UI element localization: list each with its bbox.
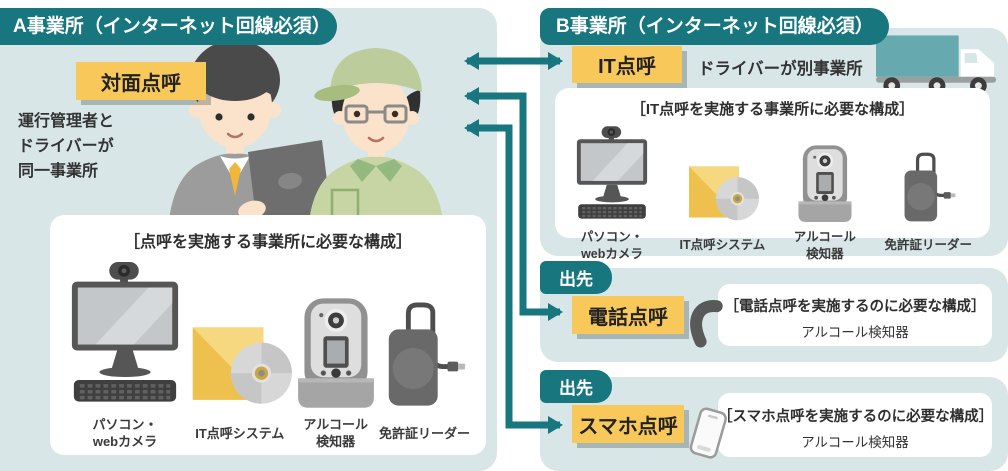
device-label-line: webカメラ [92,434,158,450]
remote-smartphone-box-item: アルコール検知器 [801,435,909,450]
pc-webcam-icon [71,261,179,402]
device-label-line: 検知器 [806,246,844,261]
device-label-line: パソコン・ [580,229,644,244]
device-item-alcohol: アルコール 検知器 [794,141,856,263]
remote-phone-box-item: アルコール検知器 [801,325,909,340]
desc-line: 運行管理者と [18,113,115,130]
office-a-header: A事業所（インターネット回線必須） [0,8,337,45]
device-label-line: IT点呼システム [679,238,766,253]
office-a-device-row: パソコン・ webカメラ IT点呼システム [50,260,486,451]
desc-line: ドライバーが [18,137,114,155]
device-item-reader: 免許証リーダー [884,151,972,263]
device-label-line: webカメラ [581,246,643,261]
driver-icon [309,48,443,216]
office-b-note: ドライバーが別事業所 [698,60,863,78]
license-reader-icon [389,302,466,406]
office-b-requirements-box: ［IT点呼を実施する事業所に必要な構成］ [555,88,990,261]
sumaho-tenko-badge: スマホ点呼 [572,405,684,443]
denwa-tenko-label: 電話点呼 [588,306,668,329]
office-b-header-label: B事業所（インターネット回線必須） [556,16,874,37]
alcohol-checker-icon [798,145,852,223]
device-label-line: 免許証リーダー [884,238,972,253]
remote-smartphone-box-title: ［スマホ点呼を実施するのに必要な構成］ [718,409,994,425]
device-item-system: IT点呼システム [187,314,293,451]
office-a-requirements-box: ［点呼を実施する事業所に必要な構成］ [50,215,486,455]
sumaho-tenko-label: スマホ点呼 [578,415,678,438]
it-tenko-system-icon [193,327,293,404]
phone-handset-icon [690,300,723,348]
remote-smartphone-tag: 出先 [540,370,612,403]
truck-icon [876,35,997,95]
device-label-line: 検知器 [316,434,356,450]
it-tenko-label: IT点呼 [598,56,656,78]
remote-phone-tag-label: 出先 [559,270,593,289]
device-label-line: アルコール [793,229,856,244]
smartphone-icon [689,407,727,459]
office-b-device-row: パソコン・ webカメラ IT点呼システム [555,125,990,263]
device-item-reader: 免許証リーダー [379,300,470,452]
desc-line: 同一事業所 [18,162,99,180]
remote-phone-box: ［電話点呼を実施するのに必要な構成］ アルコール検知器 [718,284,992,346]
office-b-header: B事業所（インターネット回線必須） [540,8,889,45]
taimen-tenko-badge: 対面点呼 [76,62,206,100]
office-a-header-label: A事業所（インターネット回線必須） [13,16,331,37]
remote-smartphone-tag-label: 出先 [559,379,593,398]
device-item-pc: パソコン・ webカメラ [573,125,651,263]
license-reader-icon [904,152,956,222]
taimen-tenko-label: 対面点呼 [101,72,181,95]
device-item-alcohol: アルコール 検知器 [296,292,376,452]
denwa-tenko-badge: 電話点呼 [572,296,684,334]
remote-phone-box-title: ［電話点呼を実施するのに必要な構成］ [724,299,986,315]
remote-smartphone-box: ［スマホ点呼を実施するのに必要な構成］ アルコール検知器 [718,393,994,457]
office-a-description: 運行管理者と ドライバーが 同一事業所 [18,110,114,184]
alcohol-checker-icon [297,297,374,408]
it-tenko-badge: IT点呼 [572,46,682,83]
device-label-line: IT点呼システム [195,425,285,441]
people-illustration [140,30,470,216]
operation-manager-icon [169,40,332,216]
device-item-system: IT点呼システム [679,157,766,263]
device-label-line: アルコール [303,416,368,432]
device-label-line: 免許証リーダー [378,425,470,441]
office-b-requirements-title: ［IT点呼を実施する事業所に必要な構成］ [630,101,915,118]
pc-webcam-icon [576,126,648,219]
remote-phone-tag: 出先 [540,261,612,294]
office-a-requirements-title: ［点呼を実施する事業所に必要な構成］ [123,234,412,251]
device-label-line: パソコン・ [92,416,158,432]
device-item-pc: パソコン・ webカメラ [66,260,184,451]
it-tenko-system-icon [689,165,760,220]
